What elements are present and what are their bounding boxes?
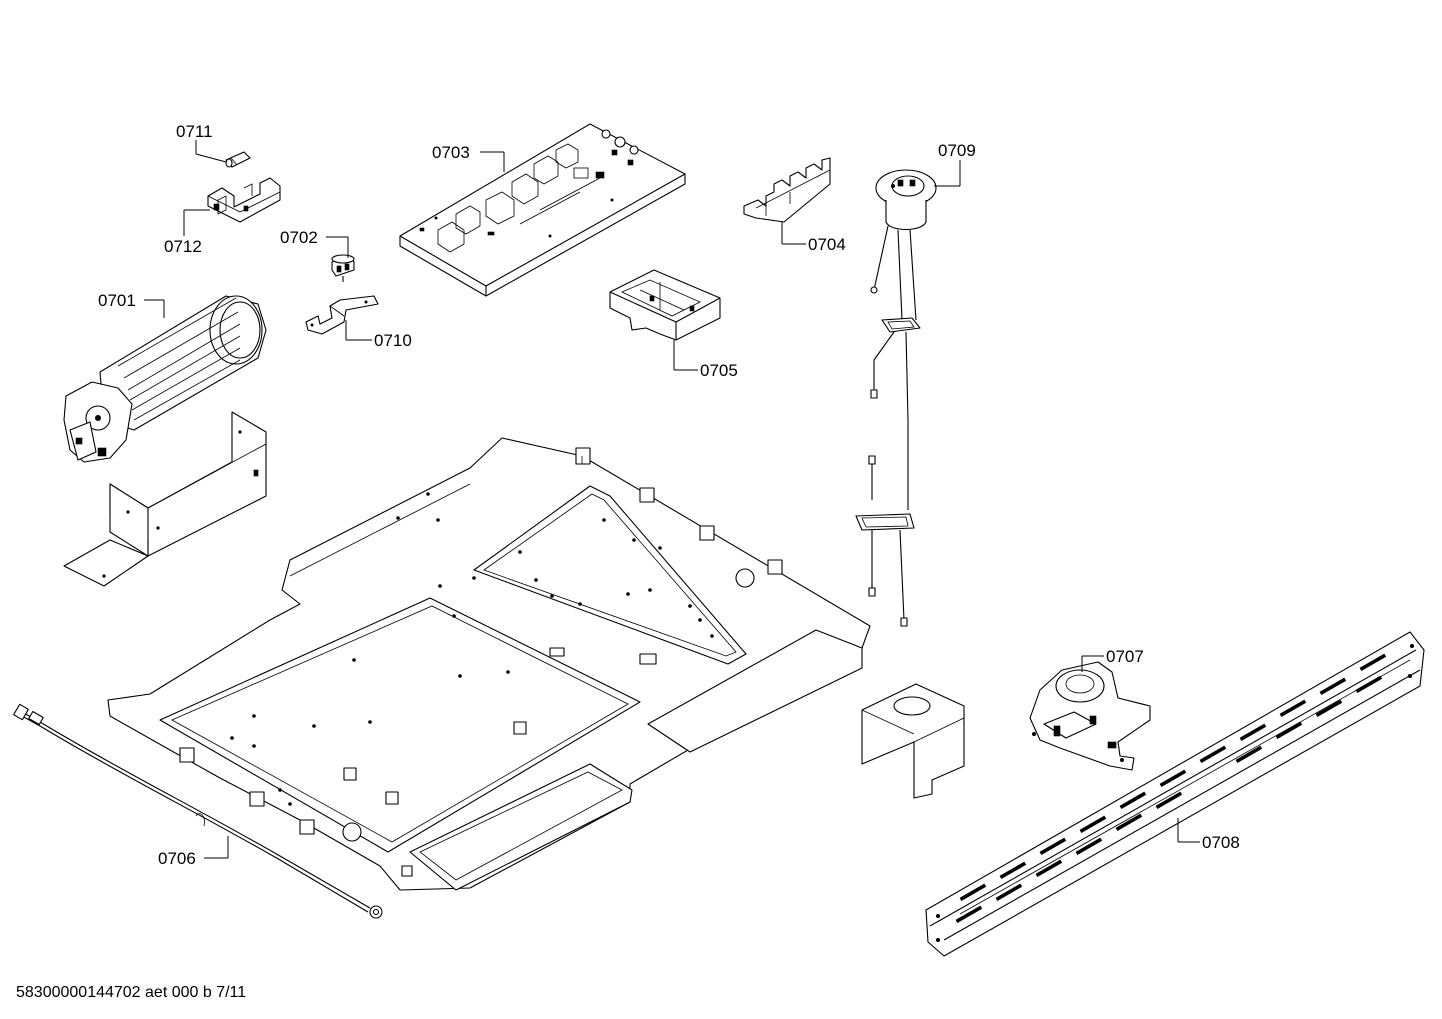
leader-lines bbox=[144, 140, 1200, 859]
part-0705-relay-housing bbox=[609, 269, 721, 341]
part-0701-tangential-fan bbox=[63, 295, 267, 463]
label-0705: 0705 bbox=[700, 361, 738, 380]
part-base-plate bbox=[107, 437, 871, 891]
label-0707: 0707 bbox=[1106, 647, 1144, 666]
part-labels: 0711 0712 0702 0710 0703 0704 0705 0701 … bbox=[98, 122, 1240, 868]
label-0711: 0711 bbox=[176, 122, 213, 141]
part-fan-mounting-bracket bbox=[63, 411, 267, 587]
label-0701: 0701 bbox=[98, 291, 136, 310]
part-0706-cable bbox=[13, 703, 383, 919]
part-0712-fuse-holder bbox=[207, 177, 281, 223]
label-0708: 0708 bbox=[1202, 833, 1240, 852]
label-0712: 0712 bbox=[164, 237, 202, 256]
part-lamp-bracket bbox=[861, 683, 965, 799]
part-0711-fuse bbox=[225, 151, 251, 168]
part-0702-thermostat bbox=[331, 254, 355, 282]
part-0709-oven-lamp bbox=[855, 169, 937, 627]
label-0704: 0704 bbox=[808, 235, 846, 254]
label-0702: 0702 bbox=[280, 228, 318, 247]
label-0709: 0709 bbox=[938, 141, 976, 160]
part-0710-bracket bbox=[305, 295, 379, 335]
part-0704-clip bbox=[743, 157, 831, 223]
label-0706: 0706 bbox=[158, 849, 196, 868]
label-0710: 0710 bbox=[374, 331, 412, 350]
part-0707-motor bbox=[1029, 661, 1151, 771]
label-0703: 0703 bbox=[432, 143, 470, 162]
drawing-reference: 58300000144702 aet 000 b 7/11 bbox=[16, 984, 246, 1001]
part-0708-rail bbox=[925, 631, 1425, 957]
part-0703-control-board bbox=[399, 123, 686, 297]
